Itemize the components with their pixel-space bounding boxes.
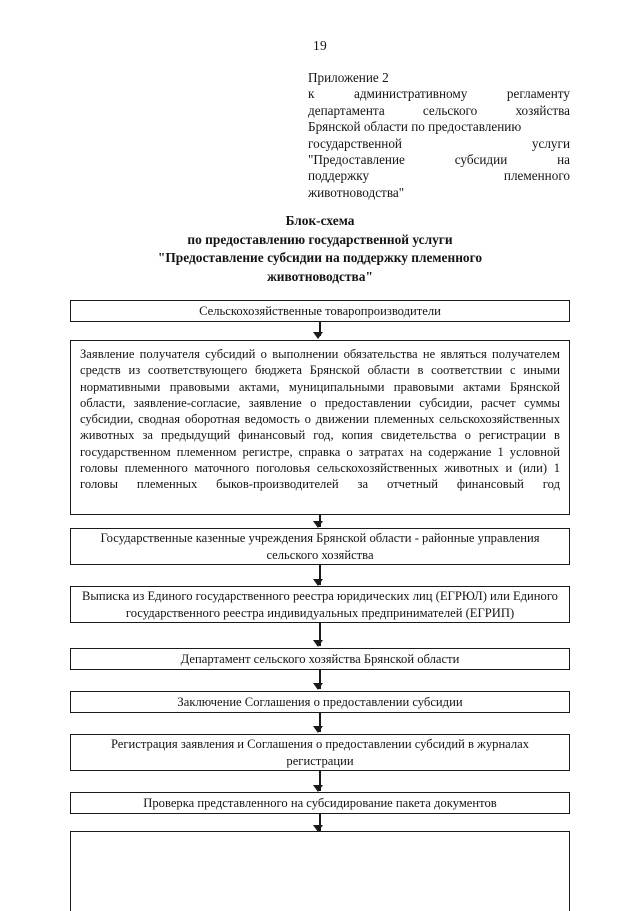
flow-node-text: Регистрация заявления и Соглашения о пре… <box>110 737 530 768</box>
flow-node-text: Заявление получателя субсидий о выполнен… <box>80 347 560 492</box>
appendix-line-6: "Предоставление субсидии на <box>308 152 570 168</box>
flow-node-application-documents: Заявление получателя субсидий о выполнен… <box>70 340 570 515</box>
title-line-2: по предоставлению государственной услуги <box>187 231 453 247</box>
connector-7-stem <box>319 771 321 791</box>
title-line-4: животноводства" <box>267 268 373 284</box>
appendix-line-2: к административному регламенту <box>308 86 570 102</box>
flow-node-text: Выписка из Единого государственного реес… <box>82 589 558 620</box>
connector-7-arrow-icon <box>313 785 323 792</box>
flow-node-registry-extract: Выписка из Единого государственного реес… <box>70 586 570 623</box>
connector-6-stem <box>319 713 321 732</box>
flow-node-text: Проверка представленного на субсидирован… <box>143 795 497 810</box>
flow-node-agriculture-department: Департамент сельского хозяйства Брянской… <box>70 648 570 670</box>
flow-node-text: Сельскохозяйственные товаропроизводители <box>199 303 441 318</box>
flow-node-text: Заключение Соглашения о предоставлении с… <box>177 694 463 709</box>
connector-4-stem <box>319 623 321 646</box>
connector-3-arrow-icon <box>313 579 323 586</box>
flow-node-document-package-check: Проверка представленного на субсидирован… <box>70 792 570 814</box>
connector-4-arrow-icon <box>313 640 323 647</box>
connector-5-arrow-icon <box>313 683 323 690</box>
appendix-line-3: департамента сельского хозяйства <box>308 102 570 118</box>
appendix-line-4: Брянской области по предоставлению <box>308 119 522 135</box>
page-number: 19 <box>313 38 327 53</box>
connector-6-arrow-icon <box>313 726 323 733</box>
connector-8-stem <box>319 814 321 831</box>
appendix-line-1: Приложение 2 <box>308 70 389 85</box>
appendix-line-8: животноводства" <box>308 184 405 200</box>
connector-3-stem <box>319 565 321 585</box>
title-line-3: "Предоставление субсидии на поддержку пл… <box>157 250 483 266</box>
document-title: Блок-схема по предоставлению государстве… <box>70 212 570 286</box>
connector-2-arrow-icon <box>313 521 323 528</box>
appendix-line-5: государственной услуги <box>308 135 570 151</box>
connector-1-stem <box>319 322 321 336</box>
connector-8-arrow-icon <box>313 825 323 832</box>
flow-node-truncated <box>70 831 570 911</box>
title-line-1: Блок-схема <box>285 213 355 228</box>
flow-node-agreement-conclusion: Заключение Соглашения о предоставлении с… <box>70 691 570 713</box>
appendix-line-7: поддержку племенного <box>308 168 570 184</box>
appendix-reference-block: Приложение 2 к административному регламе… <box>308 70 570 201</box>
flow-node-state-institutions: Государственные казенные учреждения Брян… <box>70 528 570 565</box>
flow-node-text: Государственные казенные учреждения Брян… <box>100 531 540 562</box>
flow-node-registration-in-journals: Регистрация заявления и Соглашения о пре… <box>70 734 570 771</box>
flow-node-agricultural-producers: Сельскохозяйственные товаропроизводители <box>70 300 570 322</box>
connector-1-arrow-icon <box>313 332 323 339</box>
flow-node-text: Департамент сельского хозяйства Брянской… <box>180 651 460 666</box>
connector-5-stem <box>319 670 321 689</box>
